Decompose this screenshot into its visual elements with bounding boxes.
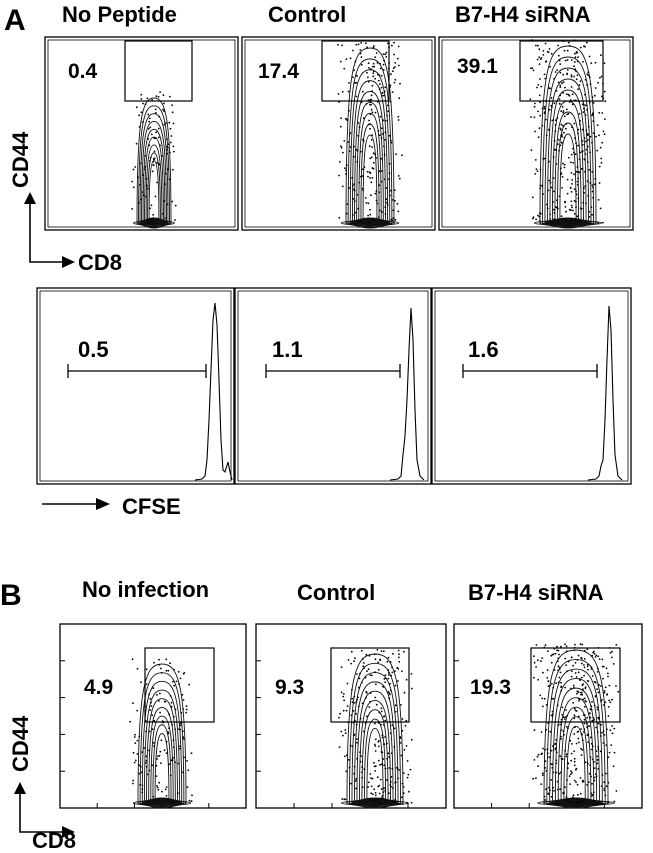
panel-a-dotplot-2: 17.4 <box>241 36 436 231</box>
panel-a-histogram-2: 1.1 <box>234 287 432 485</box>
panel-b-gate-value-2: 9.3 <box>275 676 304 699</box>
panel-a-dotplot-1: 0.4 <box>44 36 239 231</box>
panel-a-dotplot-3: 39.1 <box>438 36 634 231</box>
panel-b-gate-value-3: 19.3 <box>470 676 511 699</box>
panel-a-gate-value-2: 17.4 <box>258 60 299 83</box>
panel-a-title-2: Control <box>268 2 346 27</box>
panel-a-dotplot-1-cells <box>131 91 177 229</box>
panel-b-dotplot-3: 19.3 <box>453 623 643 809</box>
panel-b-gate-2 <box>330 647 410 723</box>
panel-b-x-axis-label: CD8 <box>32 828 76 853</box>
panel-a-cfse-label: CFSE <box>122 494 181 519</box>
panel-b-gate-value-1: 4.9 <box>84 676 113 699</box>
panel-a-gate-2 <box>321 40 390 102</box>
panel-a-dotplot-2-cells <box>337 41 403 229</box>
panel-a-hist-value-3: 1.6 <box>468 337 499 362</box>
panel-a-axis-arrows <box>24 192 75 268</box>
panel-a-y-axis-label: CD44 <box>8 131 33 188</box>
panel-a-title-1: No Peptide <box>62 2 177 27</box>
panel-b-title-2: Control <box>297 580 375 605</box>
panel-b-dotplot-1: 4.9 <box>59 623 247 809</box>
panel-b-dotplot-1-cells <box>129 658 193 809</box>
panel-a-letter: A <box>4 4 26 37</box>
panel-a-gate-value-1: 0.4 <box>68 60 98 83</box>
panel-b-dotplot-2: 9.3 <box>255 623 447 809</box>
panel-a-hist-value-1: 0.5 <box>78 337 109 362</box>
panel-a-gate-value-3: 39.1 <box>457 55 498 78</box>
panel-a-title-3: B7-H4 siRNA <box>455 2 591 27</box>
panel-b-gate-1 <box>144 647 215 723</box>
panel-b-gate-3 <box>530 647 621 723</box>
panel-a-cfse-arrow <box>42 498 110 510</box>
panel-b-y-axis-label: CD44 <box>8 715 33 772</box>
panel-a-x-axis-label: CD8 <box>78 250 122 275</box>
panel-a-histogram-1: 0.5 <box>36 287 235 485</box>
panel-b-title-3: B7-H4 siRNA <box>468 580 604 605</box>
panel-b-title-1: No infection <box>82 577 209 602</box>
panel-a-gate-1 <box>124 40 193 102</box>
panel-b-axis-arrows <box>14 782 75 838</box>
panel-b-dotplot-3-cells <box>532 643 620 809</box>
panel-a-dotplot-3-cells <box>529 39 607 229</box>
panel-a-histogram-3: 1.6 <box>431 287 632 485</box>
panel-a-gate-3 <box>519 40 604 102</box>
panel-b-letter: B <box>0 579 22 612</box>
panel-a-hist-value-2: 1.1 <box>272 337 303 362</box>
